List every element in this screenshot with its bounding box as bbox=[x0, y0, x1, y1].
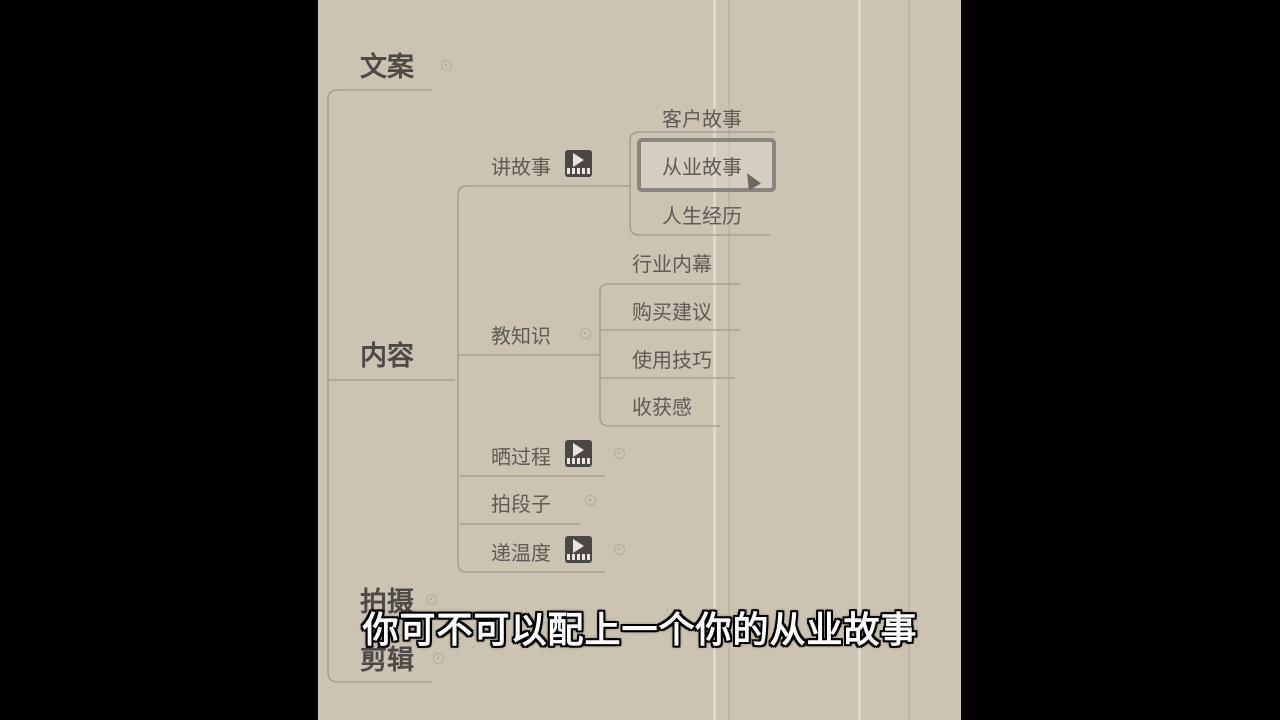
scratch-line bbox=[908, 0, 910, 720]
main-node-content[interactable]: 内容 bbox=[360, 341, 414, 372]
collapse-dot-icon[interactable] bbox=[441, 60, 452, 71]
branch-teach-knowledge[interactable]: 教知识 bbox=[491, 324, 551, 348]
main-node-shooting[interactable]: 拍摄 bbox=[360, 587, 414, 618]
leaf-purchase-advice[interactable]: 购买建议 bbox=[632, 300, 712, 324]
branch-skit[interactable]: 拍段子 bbox=[491, 492, 551, 516]
video-icon[interactable] bbox=[565, 150, 592, 177]
branch-convey-warmth[interactable]: 递温度 bbox=[491, 541, 551, 565]
leaf-life-experience[interactable]: 人生经历 bbox=[662, 204, 742, 228]
collapse-dot-icon[interactable] bbox=[426, 594, 437, 605]
branch-show-process[interactable]: 晒过程 bbox=[491, 445, 551, 469]
trunk-connector bbox=[327, 89, 432, 683]
mindmap-canvas bbox=[318, 0, 961, 720]
knowledge-bracket-top bbox=[599, 283, 740, 355]
video-icon[interactable] bbox=[565, 440, 592, 467]
story-bracket-bottom bbox=[629, 186, 770, 236]
branch-tell-story[interactable]: 讲故事 bbox=[491, 155, 551, 179]
main-node-editing[interactable]: 剪辑 bbox=[360, 645, 414, 676]
video-subtitle: 你可不可以配上一个你的从业故事 bbox=[362, 610, 918, 651]
leaf-usage-tips[interactable]: 使用技巧 bbox=[632, 348, 712, 372]
collapse-dot-icon[interactable] bbox=[433, 653, 444, 664]
scratch-line bbox=[728, 0, 730, 720]
scratch-line bbox=[858, 0, 861, 720]
story-bracket-top bbox=[600, 131, 775, 187]
collapse-dot-icon[interactable] bbox=[585, 495, 596, 506]
main-node-copywriting[interactable]: 文案 bbox=[360, 52, 414, 83]
collapse-dot-icon[interactable] bbox=[580, 328, 591, 339]
selected-node-frame[interactable] bbox=[637, 138, 776, 192]
collapse-dot-icon[interactable] bbox=[614, 448, 625, 459]
collapse-dot-icon[interactable] bbox=[614, 544, 625, 555]
leaf-customer-story[interactable]: 客户故事 bbox=[662, 107, 742, 131]
knowledge-bracket-bottom bbox=[599, 355, 720, 427]
scratch-line bbox=[713, 0, 716, 720]
video-icon[interactable] bbox=[565, 536, 592, 563]
branch-bracket bbox=[457, 185, 605, 573]
leaf-sense-of-gain[interactable]: 收获感 bbox=[632, 395, 692, 419]
leaf-career-story[interactable]: 从业故事 bbox=[662, 155, 742, 179]
leaf-industry-insider[interactable]: 行业内幕 bbox=[632, 252, 712, 276]
